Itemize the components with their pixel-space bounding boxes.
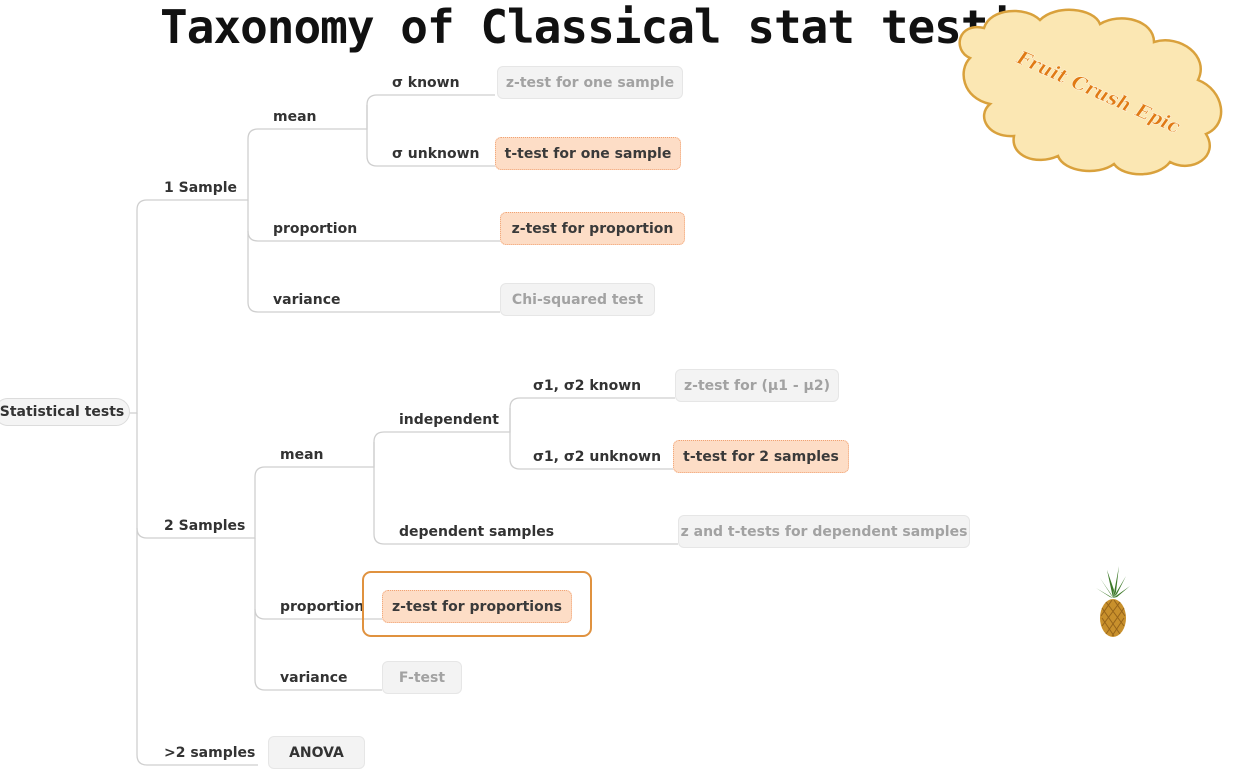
node-dependent-samples[interactable]: dependent samples <box>399 524 555 540</box>
node-independent[interactable]: independent <box>399 412 499 428</box>
node-two-samples[interactable]: 2 Samples <box>164 518 246 534</box>
node-two-samples-variance[interactable]: variance <box>280 670 348 686</box>
chi-squared-test-box[interactable]: Chi-squared test <box>500 283 655 316</box>
node-sigma-unknown[interactable]: σ unknown <box>392 146 480 162</box>
z-test-two-means-box[interactable]: z-test for (μ1 - μ2) <box>675 369 839 402</box>
node-two-samples-mean[interactable]: mean <box>280 447 324 463</box>
dependent-samples-tests-box[interactable]: z and t-tests for dependent samples <box>678 515 970 548</box>
root-node[interactable]: Statistical tests <box>0 398 130 426</box>
f-test-box[interactable]: F-test <box>382 661 462 694</box>
diagram-title: Taxonomy of Classical stat testing <box>160 0 1069 54</box>
node-sigmas-unknown[interactable]: σ1, σ2 unknown <box>533 449 662 465</box>
t-test-two-samples-box[interactable]: t-test for 2 samples <box>673 440 849 473</box>
node-one-sample[interactable]: 1 Sample <box>164 180 238 196</box>
node-one-sample-proportion[interactable]: proportion <box>273 221 358 237</box>
node-one-sample-mean[interactable]: mean <box>273 109 317 125</box>
node-two-samples-proportion[interactable]: proportion <box>280 599 365 615</box>
fruit-crush-watermark: Fruit Crush Epic <box>958 8 1223 176</box>
z-test-proportion-box[interactable]: z-test for proportion <box>500 212 685 245</box>
anova-box[interactable]: ANOVA <box>268 736 365 769</box>
pineapple-icon <box>1096 566 1130 637</box>
z-test-proportions-box[interactable]: z-test for proportions <box>382 590 572 623</box>
node-more-samples[interactable]: >2 samples <box>164 745 256 761</box>
node-one-sample-variance[interactable]: variance <box>273 292 341 308</box>
node-sigmas-known[interactable]: σ1, σ2 known <box>533 378 642 394</box>
z-test-one-sample-box[interactable]: z-test for one sample <box>497 66 683 99</box>
t-test-one-sample-box[interactable]: t-test for one sample <box>495 137 681 170</box>
node-sigma-known[interactable]: σ known <box>392 75 460 91</box>
callout-highlight-frame <box>362 571 592 637</box>
